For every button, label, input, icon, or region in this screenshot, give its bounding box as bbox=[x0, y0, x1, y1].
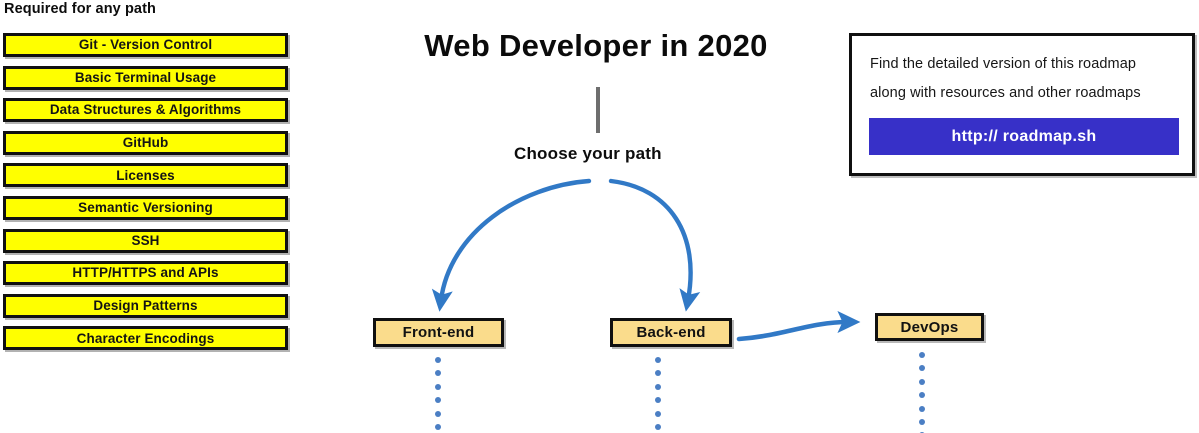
required-item[interactable]: GitHub bbox=[3, 130, 288, 155]
roadmap-url-label: http:// roadmap.sh bbox=[951, 127, 1097, 145]
title-stem-line bbox=[596, 87, 600, 133]
arrow-backend-to-devops bbox=[736, 310, 861, 342]
required-item-label: Data Structures & Algorithms bbox=[49, 102, 242, 118]
required-item[interactable]: Basic Terminal Usage bbox=[3, 65, 288, 90]
arrow-to-frontend bbox=[431, 178, 592, 312]
required-item[interactable]: Semantic Versioning bbox=[3, 195, 288, 220]
required-item[interactable]: SSH bbox=[3, 228, 288, 253]
required-item[interactable]: Git - Version Control bbox=[3, 33, 288, 57]
path-box-devops[interactable]: DevOps bbox=[875, 313, 984, 341]
required-item-label: GitHub bbox=[122, 135, 169, 151]
path-box-label: Back-end bbox=[636, 324, 706, 341]
info-card-line-1: Find the detailed version of this roadma… bbox=[870, 56, 1137, 72]
path-box-label: DevOps bbox=[900, 318, 959, 336]
required-item-label: HTTP/HTTPS and APIs bbox=[72, 265, 219, 281]
required-item-label: Licenses bbox=[116, 167, 175, 183]
required-item-label: Character Encodings bbox=[76, 330, 215, 346]
dotted-line-devops bbox=[919, 352, 925, 433]
required-item[interactable]: Licenses bbox=[3, 163, 288, 188]
dotted-line-backend bbox=[655, 357, 661, 433]
path-box-label: Front-end bbox=[402, 324, 475, 341]
roadmap-url-button[interactable]: http:// roadmap.sh bbox=[869, 118, 1179, 155]
arrow-to-backend bbox=[608, 178, 701, 312]
info-card: Find the detailed version of this roadma… bbox=[849, 33, 1195, 176]
required-item-label: Git - Version Control bbox=[78, 37, 213, 53]
info-card-line-2: along with resources and other roadmaps bbox=[870, 85, 1141, 101]
required-item[interactable]: HTTP/HTTPS and APIs bbox=[3, 261, 288, 286]
choose-path-label: Choose your path bbox=[514, 144, 662, 163]
page-title-text: Web Developer in 2020 bbox=[424, 28, 768, 63]
required-item[interactable]: Character Encodings bbox=[3, 326, 288, 351]
dotted-line-frontend bbox=[435, 357, 441, 433]
required-item[interactable]: Design Patterns bbox=[3, 293, 288, 318]
required-item-label: SSH bbox=[131, 232, 160, 248]
path-box-backend[interactable]: Back-end bbox=[610, 318, 732, 347]
required-item-label: Design Patterns bbox=[93, 298, 198, 313]
required-items-list: Git - Version Control Basic Terminal Usa… bbox=[3, 33, 288, 359]
required-section-heading: Required for any path bbox=[4, 1, 156, 17]
required-item-label: Basic Terminal Usage bbox=[74, 69, 217, 85]
required-item-label: Semantic Versioning bbox=[78, 200, 213, 216]
path-box-frontend[interactable]: Front-end bbox=[373, 318, 504, 347]
required-item[interactable]: Data Structures & Algorithms bbox=[3, 98, 288, 123]
